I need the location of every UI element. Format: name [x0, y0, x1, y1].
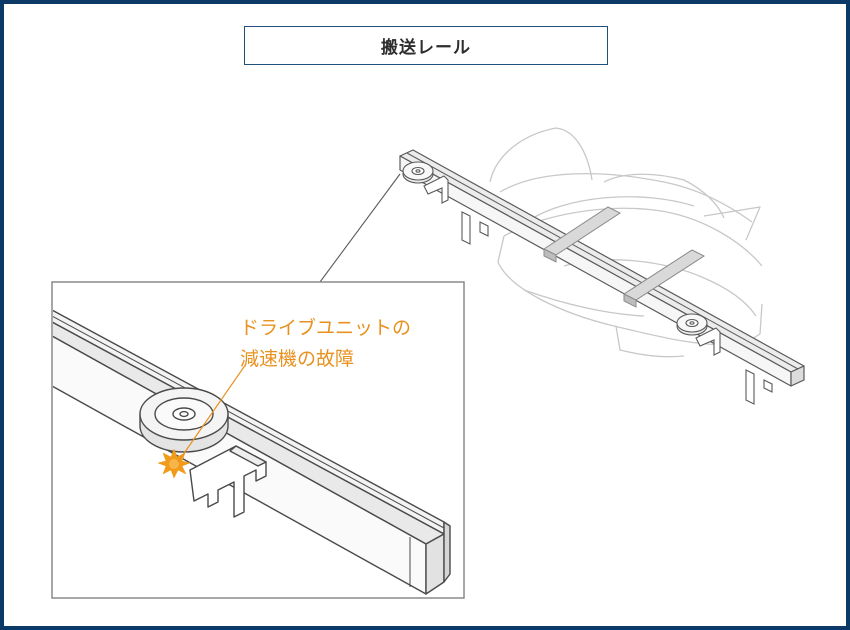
drive-unit-right: [676, 313, 721, 356]
support-legs: [461, 211, 773, 405]
callout-leader-line: [177, 363, 247, 463]
callout-line-1: ドライブユニットの: [240, 317, 412, 339]
cross-bars: [542, 206, 706, 308]
rail-scene: [51, 127, 805, 599]
drive-unit-left: [402, 161, 449, 204]
detail-leader-line: [319, 173, 401, 283]
callout-line-2: 減速機の故障: [240, 348, 355, 370]
diagram-title: 搬送レール: [244, 26, 608, 65]
fault-callout: ドライブユニットの 減速機の故障: [240, 313, 470, 375]
detail-drive-unit: [139, 387, 267, 518]
